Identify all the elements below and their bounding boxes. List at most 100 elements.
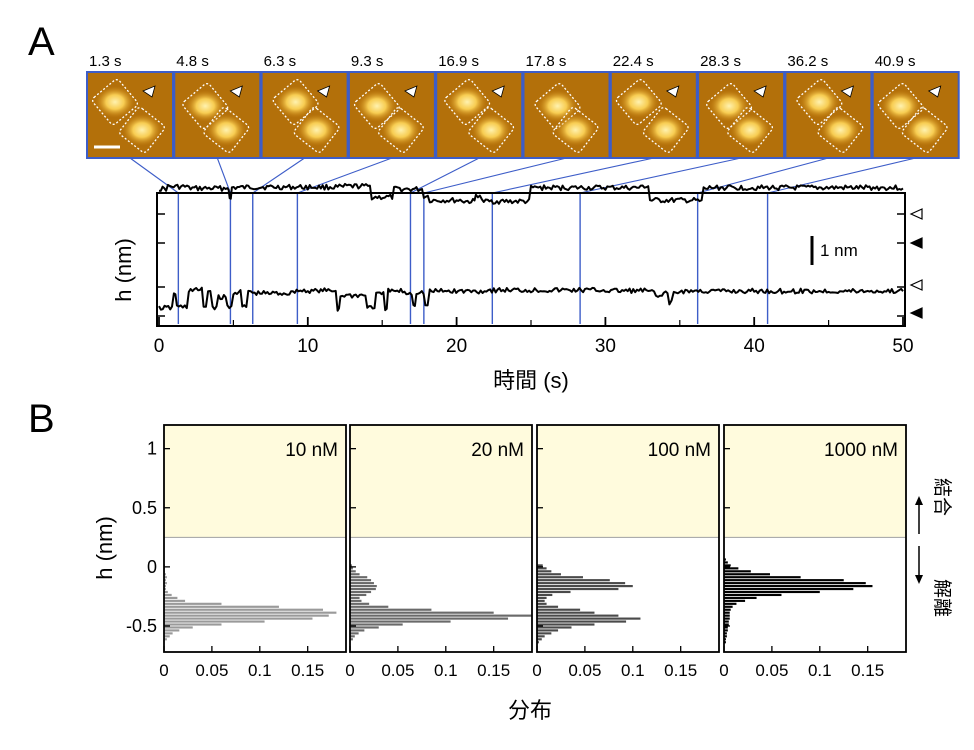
hist-bar	[164, 582, 167, 585]
protein-spot	[709, 90, 750, 122]
hist-x-label: 分布	[508, 698, 552, 723]
arrowhead-icon	[491, 85, 505, 98]
protein-spot	[799, 86, 840, 118]
protein-spot	[618, 86, 659, 118]
hist-x-tick-label: 0.05	[195, 661, 228, 680]
protein-spot	[275, 86, 316, 118]
hist-bar	[350, 614, 532, 617]
hist-bar	[164, 629, 180, 632]
afm-frame: 1.3 s	[86, 53, 174, 159]
protein-spot	[730, 114, 771, 146]
hist-bar	[724, 632, 727, 635]
hist-bar	[724, 585, 873, 588]
hist-bar	[164, 579, 166, 582]
hist-bar	[350, 605, 389, 608]
hist-bar	[164, 573, 166, 576]
hist-bar	[724, 638, 726, 641]
x-tick-label: 30	[595, 336, 616, 357]
hist-x-tick-label: 0.15	[477, 661, 510, 680]
hist-bar	[537, 576, 583, 579]
frame-time-label: 22.4 s	[613, 53, 654, 70]
hist-bar	[724, 573, 770, 576]
protein-spot	[296, 114, 337, 146]
protein-spot	[447, 86, 488, 118]
frame-time-label: 16.9 s	[438, 53, 479, 70]
hist-bar	[537, 617, 641, 620]
hist-x-tick-label: 0.05	[755, 661, 788, 680]
hist-bar	[350, 579, 372, 582]
molecule-outline	[817, 107, 864, 153]
hist-bar	[350, 638, 353, 641]
hist-bar	[537, 599, 545, 602]
bound-region	[350, 425, 532, 538]
hist-bar	[164, 626, 193, 629]
frame-time-label: 6.3 s	[264, 53, 297, 70]
frame-link	[423, 157, 567, 194]
hist-bar	[537, 590, 571, 594]
x-tick-label: 10	[297, 336, 318, 357]
hist-bar	[724, 567, 739, 570]
hist-bar	[164, 576, 167, 579]
panel-label-b: B	[28, 397, 55, 441]
molecule-outline	[468, 107, 515, 153]
hist-y-tick-label: -0.5	[126, 616, 157, 636]
hist-panel-frame	[349, 424, 533, 653]
protein-spot	[880, 90, 921, 122]
arrowhead-icon	[753, 85, 767, 98]
hist-bar	[164, 635, 170, 638]
molecule-outline	[293, 107, 340, 153]
hist-bar	[724, 620, 729, 623]
afm-frame: 17.8 s	[522, 53, 611, 159]
protein-spot	[645, 114, 686, 146]
hist-bar	[350, 590, 372, 594]
bound-region	[537, 425, 719, 538]
hist-bar	[724, 629, 728, 632]
protein-spot	[122, 114, 162, 146]
x-tick-label: 50	[892, 336, 913, 357]
hist-bar	[537, 623, 595, 626]
concentration-label: 20 nM	[471, 440, 524, 461]
hist-bar	[350, 608, 432, 611]
hist-x-tick-label: 0.05	[568, 661, 601, 680]
molecule-outline	[901, 107, 948, 153]
afm-frame: 9.3 s	[347, 53, 436, 159]
concentration-label: 100 nM	[648, 440, 711, 461]
protein-spot	[471, 114, 512, 146]
hist-y-ticks: -0.500.51	[126, 439, 157, 636]
frame-time-label: 1.3 s	[89, 53, 122, 70]
hist-bar	[164, 593, 172, 597]
hist-bar	[350, 620, 451, 623]
state-arrows	[915, 496, 923, 584]
frame-time-label: 36.2 s	[787, 53, 828, 70]
hist-bar	[164, 605, 279, 608]
hist-bar	[724, 614, 730, 617]
hist-panel-frame	[723, 424, 907, 653]
hist-bar	[724, 599, 746, 602]
hist-bar	[537, 641, 539, 644]
state-markers	[909, 208, 923, 319]
hist-bar	[537, 620, 627, 623]
arrowhead-icon	[404, 85, 418, 98]
hist-bar	[724, 596, 757, 599]
hist-bar	[350, 617, 509, 620]
protein-spot	[185, 90, 226, 122]
hist-y-label: h (nm)	[92, 516, 117, 580]
hist-bar	[164, 632, 173, 635]
hist-bar	[537, 608, 581, 611]
afm-frame-shade	[87, 72, 173, 158]
hist-bar	[350, 602, 370, 605]
hist-bar	[350, 626, 379, 629]
hist-y-tick-label: 1	[147, 439, 157, 459]
afm-frame: 36.2 s	[784, 53, 873, 159]
hist-bar	[164, 587, 166, 591]
hist-bar	[724, 576, 801, 579]
hist-bar	[350, 599, 362, 602]
hist-bar	[724, 570, 751, 573]
x-tick-label: 40	[744, 336, 765, 357]
